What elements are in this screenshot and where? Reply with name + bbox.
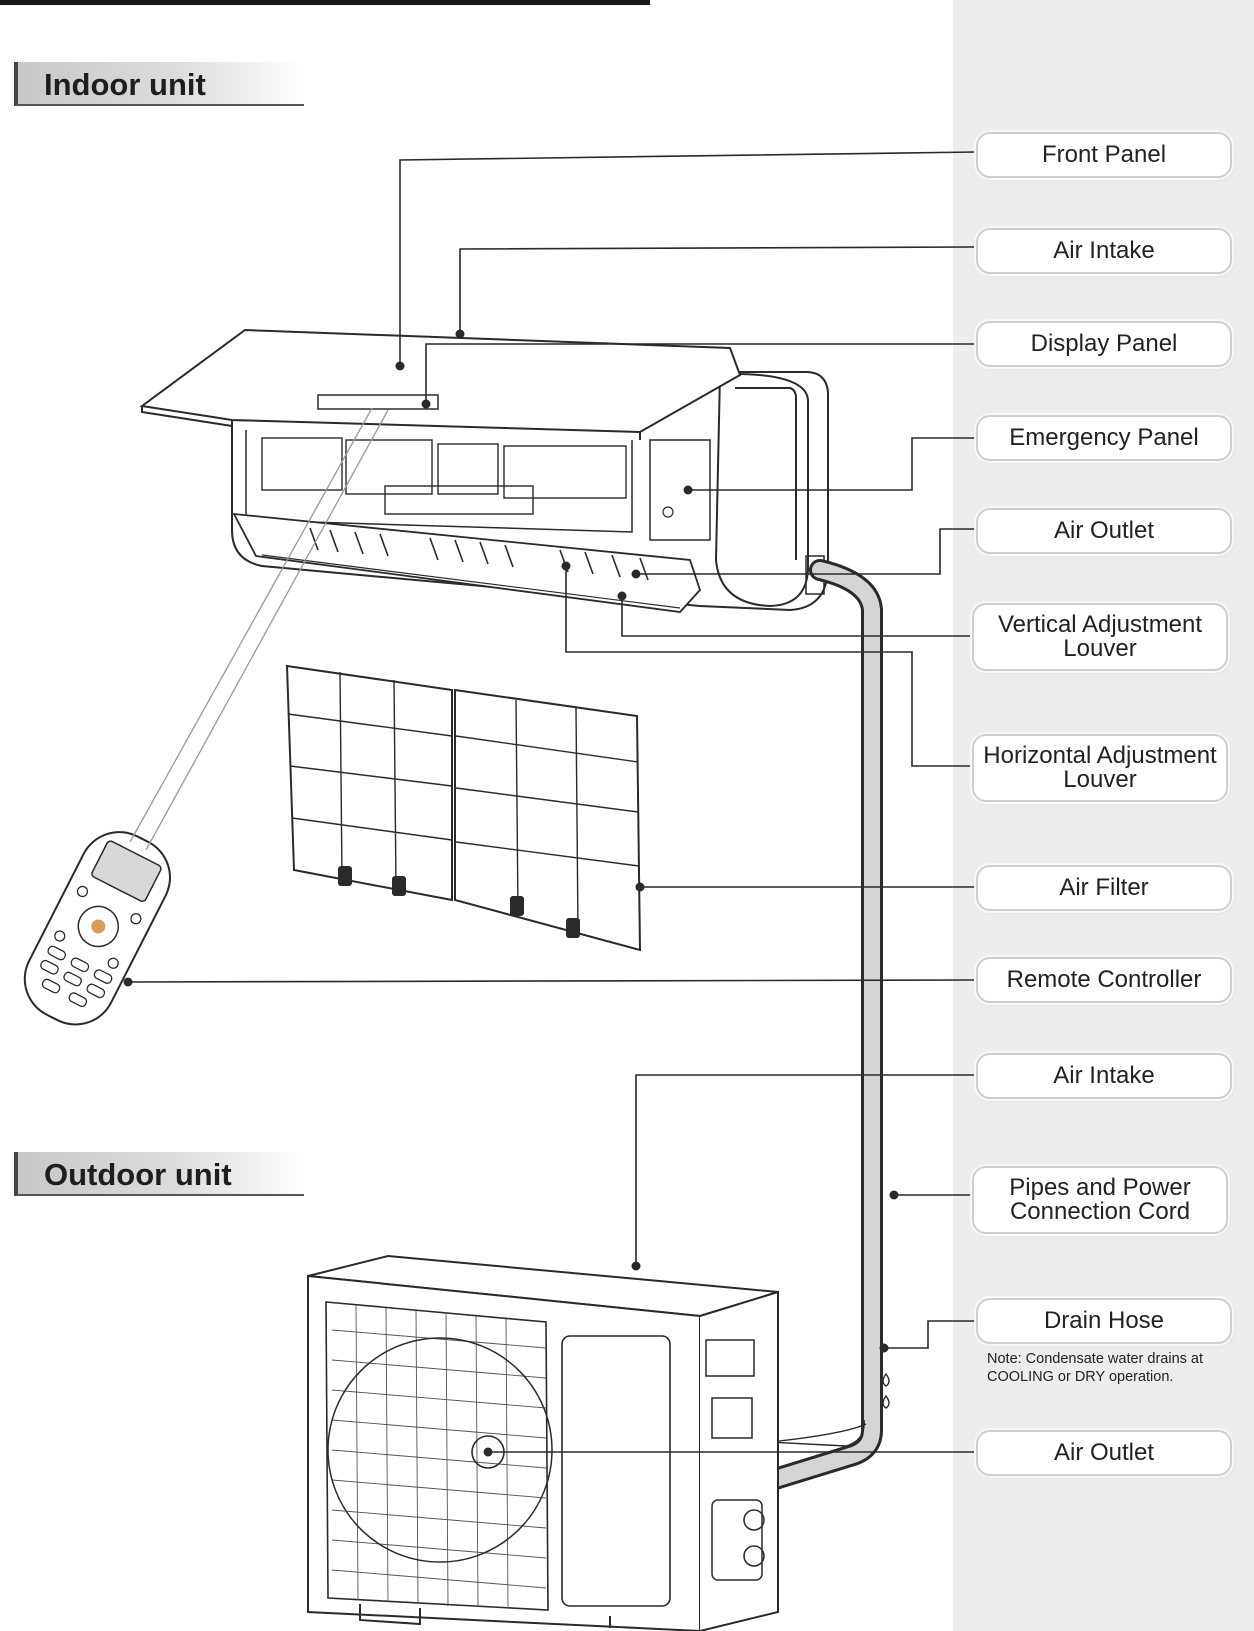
label-remote-controller: Remote Controller [976, 957, 1232, 1003]
leader-dots [123, 329, 899, 1457]
top-rule [0, 0, 650, 5]
label-vertical-adjustment-louver: Vertical Adjustment Louver [972, 603, 1228, 671]
indoor-unit-title: Indoor unit [44, 67, 206, 102]
remote-controller-drawing [23, 831, 171, 1026]
label-air-intake-outdoor: Air Intake [976, 1053, 1232, 1099]
label-horizontal-adjustment-louver: Horizontal Adjustment Louver [972, 734, 1228, 802]
label-air-outlet-outdoor: Air Outlet [976, 1430, 1232, 1476]
outdoor-unit-title: Outdoor unit [44, 1157, 232, 1192]
label-air-filter: Air Filter [976, 865, 1232, 911]
indoor-unit-drawing [139, 328, 829, 613]
air-filter-drawing [285, 664, 642, 952]
label-display-panel: Display Panel [976, 321, 1232, 367]
outdoor-unit-header: Outdoor unit [14, 1152, 304, 1196]
label-air-outlet-indoor: Air Outlet [976, 508, 1232, 554]
label-front-panel: Front Panel [976, 132, 1232, 178]
label-pipes-and-power-connection-cord: Pipes and Power Connection Cord [972, 1166, 1228, 1234]
leader-lines [127, 151, 977, 1453]
label-emergency-panel: Emergency Panel [976, 415, 1232, 461]
label-air-intake-indoor: Air Intake [976, 228, 1232, 274]
condensate-note: Note: Condensate water drains at COOLING… [987, 1351, 1204, 1386]
indoor-unit-header: Indoor unit [14, 62, 304, 106]
label-drain-hose: Drain Hose [976, 1298, 1232, 1344]
outdoor-unit-drawing [307, 1254, 779, 1631]
